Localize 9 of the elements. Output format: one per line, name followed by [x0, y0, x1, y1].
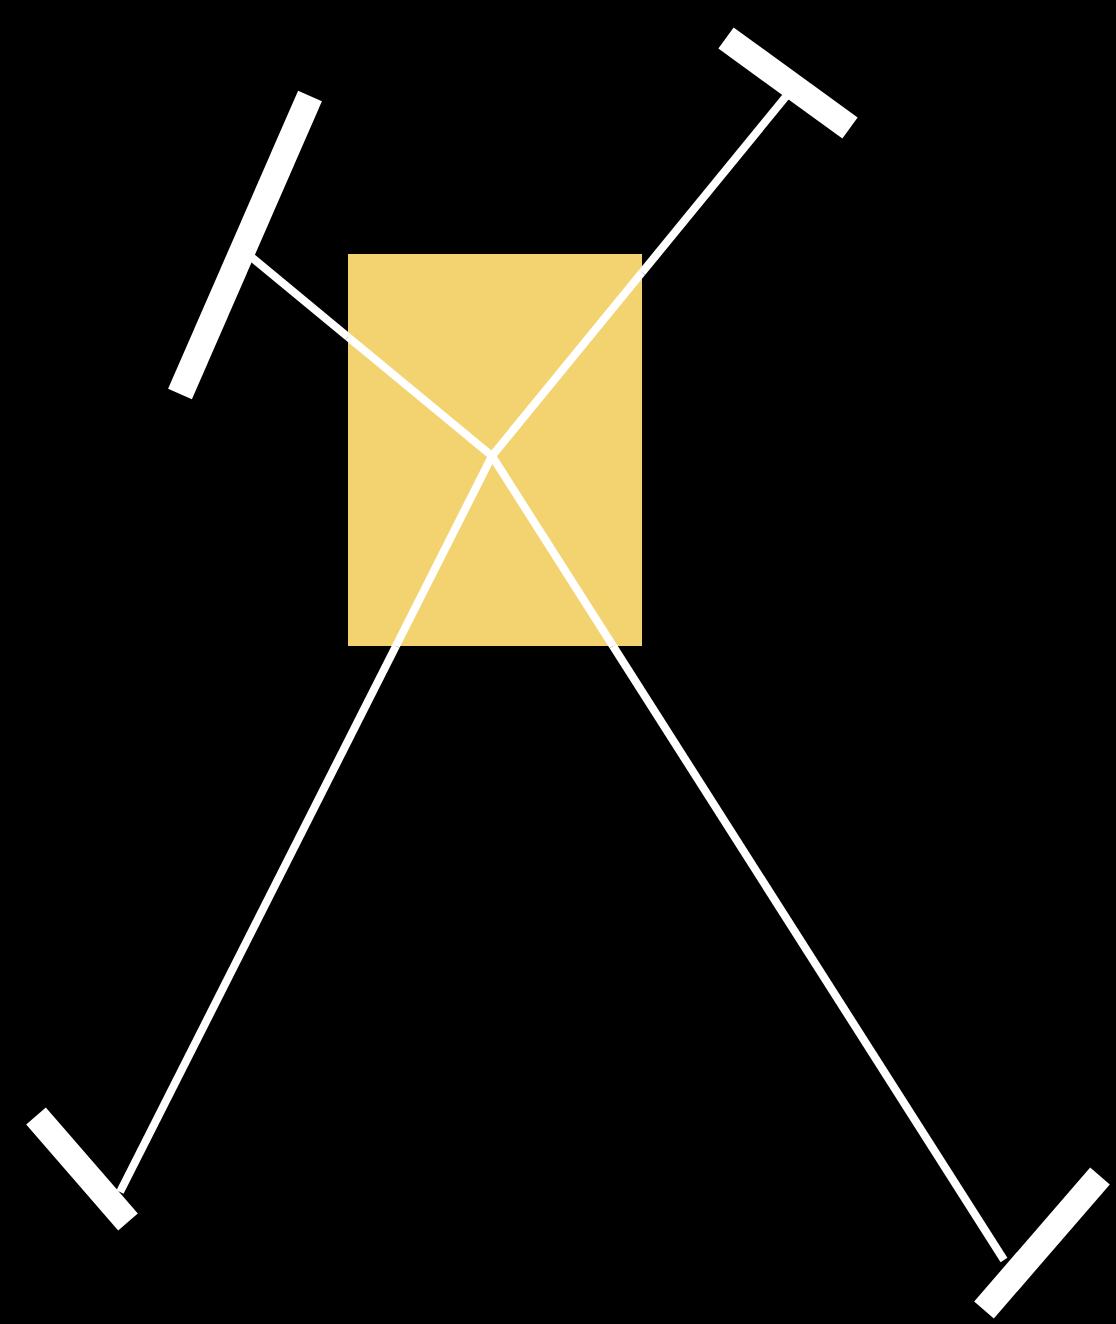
- beam-line: [609, 643, 1008, 1263]
- mirror-bar: [718, 27, 858, 139]
- beam-line: [247, 252, 351, 341]
- beam-line: [638, 91, 792, 276]
- mirror-bar: [26, 1107, 138, 1231]
- mirror-bar: [168, 90, 322, 400]
- mirror-bar: [974, 1167, 1110, 1319]
- crystal-block: [348, 254, 642, 646]
- beam-line: [116, 644, 400, 1194]
